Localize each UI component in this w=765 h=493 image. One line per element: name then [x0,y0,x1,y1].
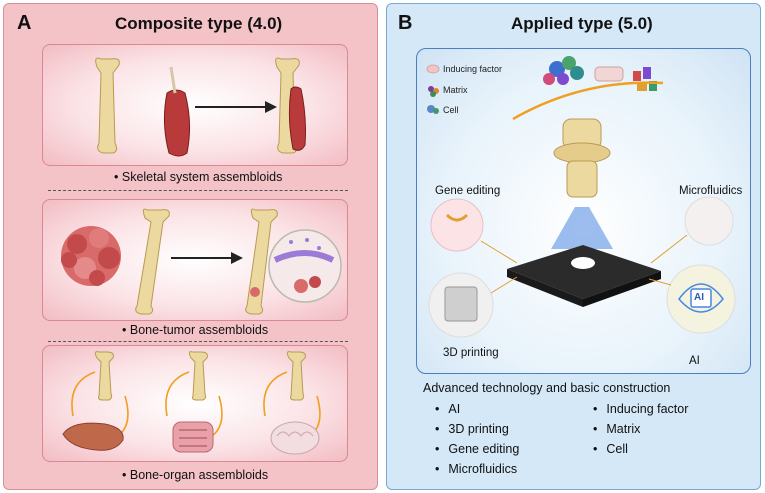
muscle-icon [163,66,191,157]
label-ai: AI [689,355,700,367]
bone-icon [188,351,208,401]
list-item-cell: Cell [593,442,628,456]
bone-icon [286,351,306,401]
legend-cell: Cell [443,105,459,115]
bone-muscle-combined-icon [275,57,306,154]
light-beam-icon [551,207,613,249]
cycle-arrow-icon [165,371,190,417]
orange-swirl-icon [512,81,664,121]
arrow-icon [171,252,243,264]
connector-lines [480,234,688,294]
tumor-assembloid-box [42,199,348,321]
chip-icon [507,245,661,307]
brain-icon [270,421,320,455]
divider-1 [48,190,348,191]
list-item-ai: AI [435,402,460,416]
label-microfluidics: Microfluidics [679,185,743,197]
tumor-caption: • Bone-tumor assembloids [122,323,269,337]
knee-joint-icon [553,118,611,198]
list-heading: Advanced technology and basic constructi… [423,381,671,395]
gene-editing-icon [430,198,484,252]
liver-icon [62,422,124,451]
list-item-inducing-factor: Inducing factor [593,402,688,416]
ai-chip-label: AI [694,292,704,303]
skeletal-assembloid-box [42,44,348,166]
petri-dish-icon [594,66,624,82]
femur-bone-icon [95,57,120,154]
skeletal-illustration [95,57,306,157]
organ-caption: • Bone-organ assembloids [122,468,269,482]
magnified-view-icon [268,229,342,303]
matrix-icon [428,86,439,97]
long-bone-icon [135,208,170,315]
technology-integration-box: Inducing factor Matrix Cell Gene editing… [416,48,751,374]
technology-illustration [426,56,736,338]
list-item-matrix: Matrix [593,422,640,436]
cell-icon [427,105,439,114]
panel-b: B Applied type (5.0) [386,3,761,490]
divider-2 [48,341,348,342]
label-3d-printing: 3D printing [443,347,499,359]
label-gene-editing: Gene editing [435,185,501,197]
matrix-blocks-icon [633,67,657,91]
skeletal-caption: • Skeletal system assembloids [114,170,283,184]
cycle-arrow-icon [263,371,288,417]
panel-b-title: Applied type (5.0) [511,14,653,33]
bone-tumor-combined-icon [245,208,278,315]
tumor-cluster-icon [61,226,121,286]
list-item-gene-editing: Gene editing [435,442,519,456]
microfluidics-icon [684,196,734,246]
tumor-illustration [61,208,342,315]
panel-a-title: Composite type (4.0) [115,14,283,33]
cell-cluster-icon [543,56,584,85]
intestine-icon [172,421,214,453]
organ-assembloid-box [42,345,348,462]
panel-a-letter: A [17,12,32,34]
panel-b-letter: B [398,12,413,34]
inducing-factor-icon [426,64,440,74]
arrow-icon [195,101,277,113]
legend-matrix: Matrix [443,85,468,95]
panel-a: A Composite type (4.0) • Skel [3,3,378,490]
cycle-arrow-icon [71,371,96,417]
legend-inducing-factor: Inducing factor [443,64,503,74]
organ-illustration [62,351,321,455]
bone-icon [94,351,114,401]
list-item-3d-printing: 3D printing [435,422,508,436]
list-item-microfluidics: Microfluidics [435,462,517,476]
